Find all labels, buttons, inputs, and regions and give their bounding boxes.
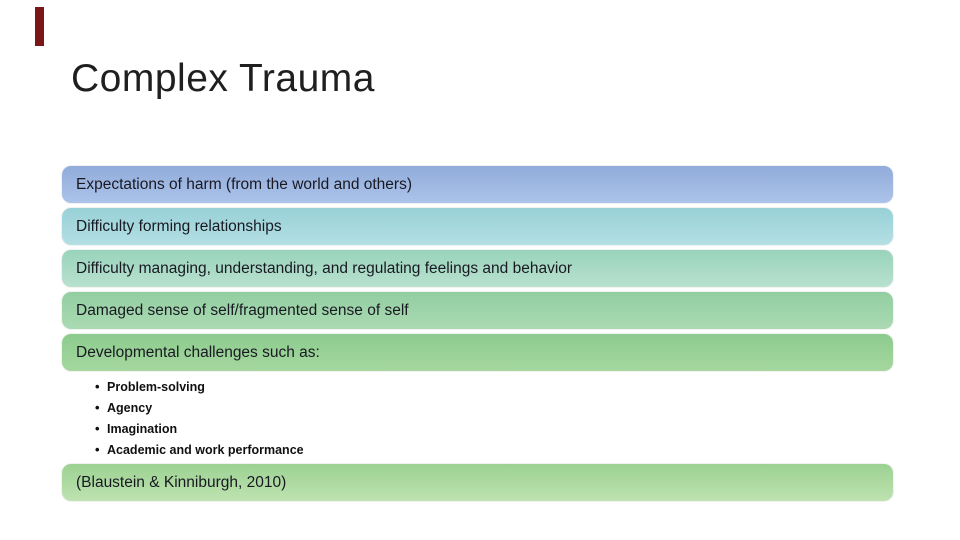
sub-bullet-item: • Academic and work performance [62,439,893,460]
bullet-icon: • [95,442,100,457]
smartart-list: Expectations of harm (from the world and… [62,166,893,501]
list-item-label: Expectations of harm (from the world and… [76,175,412,193]
list-item-sense-of-self: Damaged sense of self/fragmented sense o… [62,292,893,329]
bullet-icon: • [95,379,100,394]
list-item-label: Difficulty forming relationships [76,217,282,235]
sub-bullet-group: • Problem-solving • Agency • Imagination… [62,376,893,460]
slide-title: Complex Trauma [71,57,375,100]
list-item-relationships: Difficulty forming relationships [62,208,893,245]
citation-label: (Blaustein & Kinniburgh, 2010) [76,473,287,491]
sub-bullet-item: • Agency [62,397,893,418]
list-item-regulating: Difficulty managing, understanding, and … [62,250,893,287]
sub-bullet-item: • Problem-solving [62,376,893,397]
sub-bullet-label: Imagination [107,421,178,436]
list-item-expectations: Expectations of harm (from the world and… [62,166,893,203]
sub-bullet-item: • Imagination [62,418,893,439]
sub-bullet-label: Academic and work performance [107,442,304,457]
list-item-label: Damaged sense of self/fragmented sense o… [76,301,409,319]
bullet-icon: • [95,421,100,436]
sub-bullet-label: Agency [107,400,153,415]
sub-bullet-label: Problem-solving [107,379,205,394]
bullet-icon: • [95,400,100,415]
list-item-label: Difficulty managing, understanding, and … [76,259,573,277]
accent-bar [35,7,44,46]
citation-box: (Blaustein & Kinniburgh, 2010) [62,464,893,501]
list-item-developmental: Developmental challenges such as: [62,334,893,371]
list-item-label: Developmental challenges such as: [76,343,320,361]
